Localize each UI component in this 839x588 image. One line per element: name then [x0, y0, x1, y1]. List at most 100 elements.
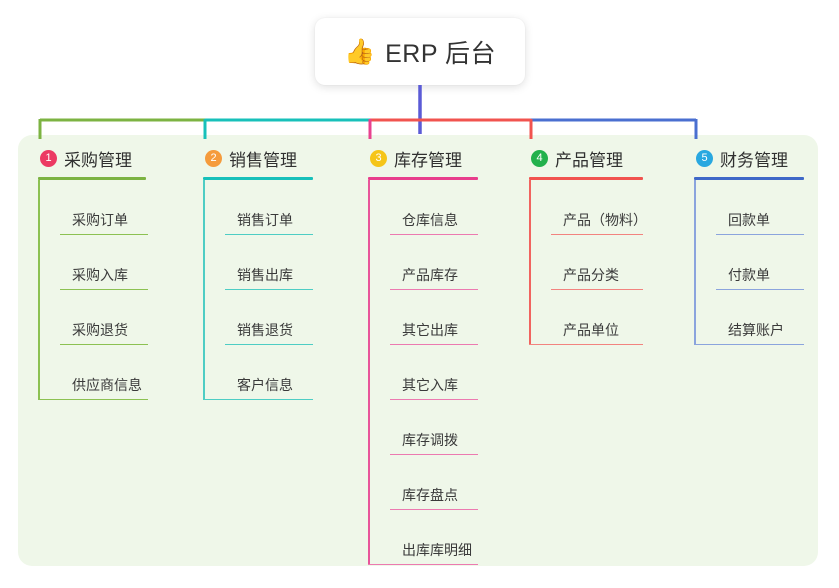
list-item[interactable]: 客户信息 [203, 345, 313, 400]
column-spine-2 [203, 180, 205, 400]
list-item-underline [716, 288, 804, 290]
list-item[interactable]: 出库库明细 [368, 510, 478, 565]
column-title-4: 产品管理 [555, 150, 623, 170]
list-item-underline [390, 453, 478, 455]
list-item-label: 库存调拨 [402, 432, 458, 448]
list-item-underline [60, 343, 148, 345]
column-items-5: 回款单付款单结算账户 [694, 180, 804, 345]
column-3: 3 库存管理仓库信息产品库存其它出库其它入库库存调拨库存盘点出库库明细 [368, 146, 478, 565]
list-item-label: 产品分类 [563, 267, 619, 283]
list-item-underline [38, 398, 148, 400]
list-item-label: 其它入库 [402, 377, 458, 393]
column-underline-4 [529, 177, 643, 180]
column-badge-5: 5 [696, 149, 713, 167]
column-underline-3 [368, 177, 478, 180]
column-underline-2 [203, 177, 313, 180]
list-item-underline [60, 233, 148, 235]
list-item-underline [225, 343, 313, 345]
column-title-3: 库存管理 [394, 150, 462, 170]
column-items-1: 采购订单采购入库采购退货供应商信息 [38, 180, 148, 400]
column-header-4[interactable]: 4 产品管理 [529, 146, 647, 170]
list-item[interactable]: 产品库存 [390, 235, 478, 290]
list-item-label: 回款单 [728, 212, 770, 228]
column-badge-2: 2 [205, 149, 222, 167]
list-item[interactable]: 其它入库 [390, 345, 478, 400]
list-item[interactable]: 付款单 [716, 235, 804, 290]
list-item-label: 采购退货 [72, 322, 128, 338]
list-item-label: 产品库存 [402, 267, 458, 283]
list-item-underline [551, 288, 643, 290]
column-2: 2 销售管理销售订单销售出库销售退货客户信息 [203, 146, 313, 400]
list-item[interactable]: 销售订单 [225, 180, 313, 235]
column-spine-5 [694, 180, 696, 345]
list-item-underline [551, 233, 643, 235]
list-item[interactable]: 仓库信息 [390, 180, 478, 235]
list-item[interactable]: 销售出库 [225, 235, 313, 290]
column-underline-5 [694, 177, 804, 180]
column-badge-4: 4 [531, 149, 548, 167]
column-5: 5 财务管理回款单付款单结算账户 [694, 146, 804, 345]
list-item-underline [390, 343, 478, 345]
column-title-2: 销售管理 [229, 150, 297, 170]
list-item-underline [368, 563, 478, 565]
list-item-label: 销售出库 [237, 267, 293, 283]
column-header-3[interactable]: 3 库存管理 [368, 146, 478, 170]
list-item-label: 结算账户 [728, 322, 784, 338]
column-header-2[interactable]: 2 销售管理 [203, 146, 313, 170]
list-item-underline [60, 288, 148, 290]
list-item-underline [716, 233, 804, 235]
column-header-1[interactable]: 1 采购管理 [38, 146, 146, 170]
list-item-label: 付款单 [728, 267, 770, 283]
column-spine-3 [368, 180, 370, 565]
root-node-title: ERP 后台 [385, 39, 497, 68]
list-item[interactable]: 其它出库 [390, 290, 478, 345]
list-item-underline [390, 398, 478, 400]
list-item[interactable]: 产品分类 [551, 235, 647, 290]
list-item[interactable]: 采购退货 [60, 290, 148, 345]
list-item-label: 仓库信息 [402, 212, 458, 228]
list-item[interactable]: 销售退货 [225, 290, 313, 345]
list-item-label: 客户信息 [237, 377, 293, 393]
list-item-label: 产品（物料） [563, 212, 647, 228]
list-item[interactable]: 结算账户 [694, 290, 804, 345]
list-item-label: 采购订单 [72, 212, 128, 228]
list-item-label: 销售订单 [237, 212, 293, 228]
column-header-5[interactable]: 5 财务管理 [694, 146, 804, 170]
list-item[interactable]: 回款单 [716, 180, 804, 235]
column-4: 4 产品管理产品（物料） 产品分类产品单位 [529, 146, 647, 345]
column-badge-1: 1 [40, 149, 57, 167]
list-item-label: 供应商信息 [72, 377, 142, 393]
column-spine-1 [38, 180, 40, 400]
column-badge-3: 3 [370, 149, 387, 167]
list-item-label: 采购入库 [72, 267, 128, 283]
root-node[interactable]: 👍 ERP 后台 [315, 18, 525, 85]
list-item-label: 销售退货 [237, 322, 293, 338]
root-node-content: 👍 ERP 后台 [344, 34, 496, 70]
list-item-underline [225, 288, 313, 290]
list-item-underline [203, 398, 313, 400]
list-item-label: 出库库明细 [402, 542, 472, 558]
column-spine-4 [529, 180, 531, 345]
list-item[interactable]: 库存调拨 [390, 400, 478, 455]
column-title-5: 财务管理 [720, 150, 788, 170]
list-item[interactable]: 采购订单 [60, 180, 148, 235]
list-item-underline [225, 233, 313, 235]
list-item-label: 产品单位 [563, 322, 619, 338]
list-item-underline [390, 288, 478, 290]
column-1: 1 采购管理采购订单采购入库采购退货供应商信息 [38, 146, 148, 400]
column-title-1: 采购管理 [64, 150, 132, 170]
list-item[interactable]: 产品单位 [529, 290, 647, 345]
diagram-panel [18, 135, 818, 566]
list-item-label: 库存盘点 [402, 487, 458, 503]
list-item-underline [529, 343, 643, 345]
list-item[interactable]: 采购入库 [60, 235, 148, 290]
list-item[interactable]: 产品（物料） [551, 180, 647, 235]
thumbs-up-icon: 👍 [343, 37, 376, 66]
list-item[interactable]: 库存盘点 [390, 455, 478, 510]
list-item[interactable]: 供应商信息 [38, 345, 148, 400]
column-items-2: 销售订单销售出库销售退货客户信息 [203, 180, 313, 400]
list-item-label: 其它出库 [402, 322, 458, 338]
list-item-underline [694, 343, 804, 345]
column-underline-1 [38, 177, 146, 180]
